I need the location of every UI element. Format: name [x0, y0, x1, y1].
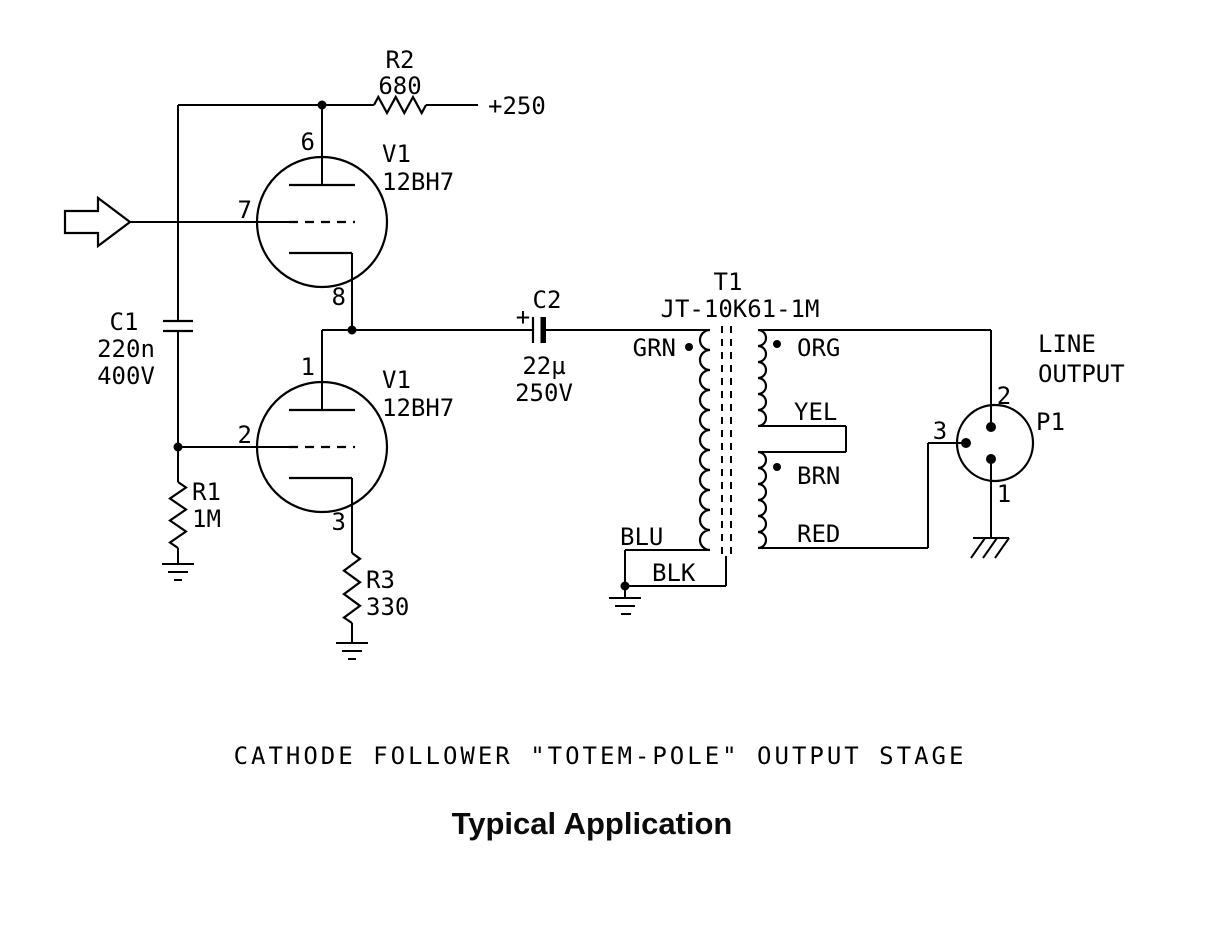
- tube-v1-upper: [255, 155, 389, 289]
- r1-value-label: 1M: [192, 505, 221, 533]
- pin3-contact: [961, 438, 971, 448]
- r1-ref-label: R1: [192, 478, 221, 506]
- t1-part-label: JT-10K61-1M: [661, 295, 820, 323]
- phase-dot-primary: [685, 343, 693, 351]
- secondary-winding-upper: [757, 328, 768, 428]
- lower-tube-part-label: 12BH7: [382, 394, 454, 422]
- junction-lower-grid: [173, 442, 183, 452]
- junction-blk-ground: [620, 581, 630, 591]
- p1-ref-label: P1: [1036, 408, 1065, 436]
- r3-value-label: 330: [366, 593, 409, 621]
- capacitor-c2: [531, 317, 546, 343]
- lead-grn-label: GRN: [633, 334, 676, 362]
- c1-value-label: 220n: [97, 335, 155, 363]
- c1-rating-label: 400V: [97, 362, 155, 390]
- output-label-line2: OUTPUT: [1038, 360, 1125, 388]
- c2-rating-label: 250V: [515, 379, 573, 407]
- chassis-hatch: [982, 537, 998, 559]
- pin2-contact: [986, 422, 996, 432]
- resistor-r2: [373, 94, 427, 116]
- lead-red-label: RED: [797, 520, 840, 548]
- tube-envelope: [255, 155, 389, 289]
- lower-pin-cathode-label: 3: [332, 508, 346, 536]
- r3-ref-label: R3: [366, 566, 395, 594]
- tube-v1-lower: [255, 380, 389, 514]
- lower-pin-plate-label: 1: [301, 353, 315, 381]
- lower-tube-ref-label: V1: [382, 366, 411, 394]
- lead-org-label: ORG: [797, 334, 840, 362]
- c2-ref-label: C2: [533, 286, 562, 314]
- signal-input-arrow-icon: [63, 195, 132, 249]
- supply-label: +250: [488, 92, 546, 120]
- capacitor-c1: [163, 319, 193, 333]
- transformer-t1: [685, 326, 781, 556]
- ground-transformer: [609, 597, 641, 615]
- c2-polarity-label: +: [516, 303, 530, 331]
- lead-yel-label: YEL: [794, 398, 837, 426]
- c2-plate-negative: [540, 317, 546, 343]
- output-label-line1: LINE: [1038, 330, 1096, 358]
- junction-output-node: [347, 325, 357, 335]
- resistor-r1: [168, 481, 188, 549]
- upper-tube-ref-label: V1: [382, 140, 411, 168]
- chassis-hatch: [994, 537, 1010, 559]
- junction-plate-supply: [317, 100, 327, 110]
- c1-ref-label: C1: [110, 308, 139, 336]
- ground-r3: [336, 642, 368, 660]
- upper-pin-grid-label: 7: [238, 196, 252, 224]
- upper-tube-part-label: 12BH7: [382, 168, 454, 196]
- connector-body: [955, 403, 1035, 483]
- page-title: Typical Application: [452, 806, 733, 841]
- lead-blk-label: BLK: [652, 559, 696, 587]
- xlr-connector-p1: [955, 403, 1035, 483]
- chassis-hatch: [970, 537, 986, 559]
- primary-winding: [698, 328, 711, 552]
- resistor-r3: [342, 552, 362, 624]
- t1-ref-label: T1: [714, 268, 743, 296]
- r2-ref-label: R2: [386, 46, 415, 74]
- c2-value-label: 22µ: [522, 352, 565, 380]
- pin1-contact: [986, 454, 996, 464]
- r2-value-label: 680: [378, 72, 421, 100]
- secondary-winding-lower: [757, 450, 768, 550]
- lead-blu-label: BLU: [620, 523, 663, 551]
- tube-envelope: [255, 380, 389, 514]
- upper-pin-cathode-label: 8: [332, 283, 346, 311]
- phase-dot-brn: [773, 463, 781, 471]
- ground-r1: [162, 563, 194, 581]
- lower-pin-grid-label: 2: [238, 421, 252, 449]
- upper-pin-plate-label: 6: [301, 128, 315, 156]
- p1-pin3-label: 3: [933, 417, 947, 445]
- chassis-ground-p1: [970, 537, 1010, 559]
- p1-pin2-label: 2: [997, 382, 1011, 410]
- phase-dot-org: [773, 340, 781, 348]
- lead-brn-label: BRN: [797, 462, 840, 490]
- p1-pin1-label: 1: [997, 480, 1011, 508]
- schematic-caption: CATHODE FOLLOWER "TOTEM-POLE" OUTPUT STA…: [234, 742, 967, 770]
